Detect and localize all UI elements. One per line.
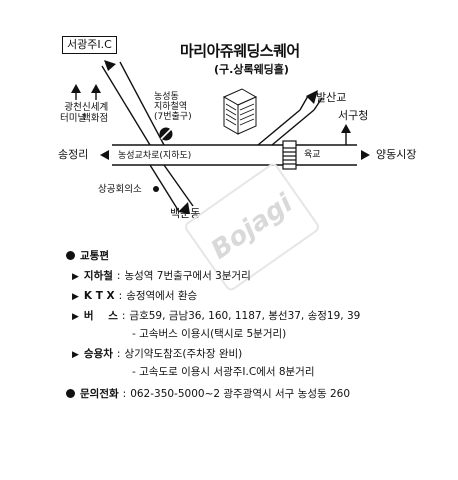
bullet-icon [66,251,75,260]
car-key: 승용차 [83,348,113,360]
building-icon [222,88,258,135]
underpass-label: 농성교차로(지하도) [118,151,192,161]
car-row: ▶ 승용차 : 상기약도참조(주차장 완비) [72,348,243,360]
songjeongri-label: 송정리 [58,148,89,161]
triangle-right-icon: ▶ [72,292,79,302]
bus-key: 버 스 [83,310,118,322]
bus-value: 금호59, 금남36, 160, 1187, 봉선37, 송정19, 39 [129,310,361,322]
chamber-label: 상공회의소 [98,184,142,195]
building-windows [225,103,255,126]
arrow-left-songjeong [100,150,109,160]
subway-key: 지하철 [83,270,113,282]
bus-terminal-label: 광천 터미널 [60,102,87,124]
ic-label: 서광주I.C [62,36,117,54]
yangdong-label: 양동시장 [376,148,417,161]
arrow-terminal [71,84,81,93]
bus-sub: - 고속버스 이용시(택시로 5분거리) [132,328,287,340]
arrow-right-yangdong [361,150,370,160]
ktx-key: K T X [83,290,115,302]
transport-header: 교통편 [80,250,109,262]
subway-row: ▶ 지하철 : 농성역 7번출구에서 3분거리 [72,270,251,282]
arrow-up-seogu [341,124,351,133]
main-road [112,144,357,166]
bullet-icon [66,389,75,398]
triangle-right-icon: ▶ [72,272,79,282]
contact-row: 문의전화 : 062-350-5000~2 광주광역시 서구 농성동 260 [66,386,350,401]
contact-value: 062-350-5000~2 광주광역시 서구 농성동 260 [130,388,351,400]
shinsegae-label: 신세계 백화점 [82,102,109,124]
ktx-value: 송정역에서 환승 [126,290,198,302]
subway-icon [159,127,173,141]
car-sub: - 고속도로 이용시 서광주I.C에서 8분거리 [132,366,315,378]
subway-value: 농성역 7번출구에서 3분거리 [124,270,251,282]
arrow-ic [104,60,116,71]
balsan-road [257,95,323,146]
balsangyo-label: 발산교 [316,91,347,104]
car-sub-row: - 고속도로 이용시 서광주I.C에서 8분거리 [132,364,315,379]
overpass [282,140,297,170]
bus-row: ▶ 버 스 : 금호59, 금남36, 160, 1187, 봉선37, 송정1… [72,310,361,322]
transport-header-row: 교통편 [66,248,109,263]
arrow-baegun [178,202,190,214]
yukgyo-label: 육교 [304,150,321,160]
bus-sub-row: - 고속버스 이용시(택시로 5분거리) [132,326,286,341]
arrow-shinsegae [91,84,101,93]
contact-key: 문의전화 [80,388,119,400]
arrow-balsan [306,90,318,104]
baegun-label: 백운동 [170,207,201,220]
venue-title: 마리아쥬웨딩스퀘어 [180,42,300,60]
triangle-right-icon: ▶ [72,312,79,322]
car-value: 상기약도참조(주차장 완비) [124,348,243,360]
triangle-right-icon: ▶ [72,350,79,360]
diagonal-road [101,61,194,211]
road-map-graphic [71,60,370,214]
station-label: 농성동 지하철역 (7번출구) [154,92,192,122]
chamber-marker [153,186,159,192]
venue-subtitle: (구.상록웨딩홀) [214,63,289,76]
location-map: 서광주I.C 마리아쥬웨딩스퀘어 (구.상록웨딩홀) 광천 터미널 신세계 백화… [58,36,417,293]
seogu-office-label: 서구청 [338,109,369,122]
ktx-row: ▶ K T X : 송정역에서 환승 [72,290,198,302]
